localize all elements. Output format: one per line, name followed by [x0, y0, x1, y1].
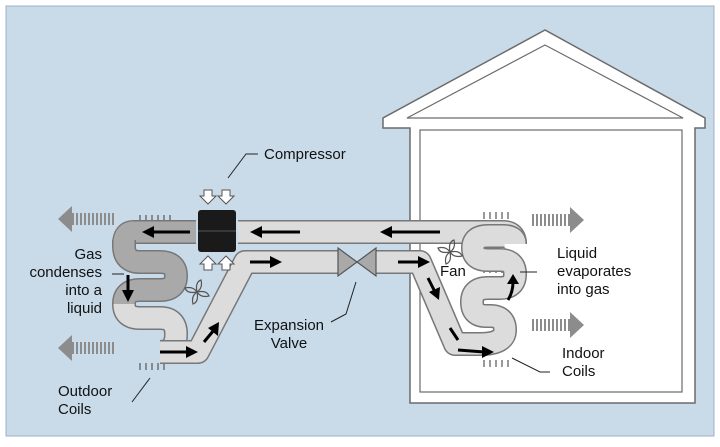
flow-arrow-liquid-down: [426, 277, 440, 300]
heat-in-arrow-top: [530, 207, 584, 233]
fan-label: Fan: [440, 263, 466, 280]
flow-arrows: [122, 226, 519, 358]
flow-arrow-evaporate: [506, 274, 519, 301]
svg-text:Liquid: Liquid: [557, 245, 597, 262]
svg-text:evaporates: evaporates: [557, 263, 631, 280]
flow-arrow-condense: [122, 275, 134, 302]
expansion-valve-label: Expansion Valve: [254, 317, 324, 352]
flow-arrow-gas-2: [250, 226, 300, 238]
svg-text:Indoor: Indoor: [562, 345, 605, 362]
leader-lines: [112, 153, 550, 403]
flow-arrow-outdoor-out: [160, 346, 198, 358]
compressor-icon: [198, 189, 236, 271]
flow-arrow-gas-3: [142, 226, 190, 238]
liquid-evaporates-label: Liquid evaporates into gas: [557, 245, 631, 298]
svg-text:Outdoor: Outdoor: [58, 383, 112, 400]
svg-text:Valve: Valve: [271, 335, 307, 352]
gas-condenses-label: Gas condenses into a liquid: [29, 246, 102, 317]
heat-in-arrow-bottom: [530, 312, 584, 338]
heat-out-arrow-bottom: [58, 335, 114, 361]
indoor-coils-label: Indoor Coils: [562, 345, 605, 380]
svg-text:Expansion: Expansion: [254, 317, 324, 334]
outdoor-coils-label: Outdoor Coils: [58, 383, 112, 418]
svg-text:Coils: Coils: [58, 401, 91, 418]
flow-arrow-liquid-1: [250, 256, 282, 268]
flow-arrow-indoor-in: [457, 346, 494, 358]
svg-text:Coils: Coils: [562, 363, 595, 380]
svg-text:into gas: into gas: [557, 281, 610, 298]
svg-text:liquid: liquid: [67, 300, 102, 317]
svg-text:condenses: condenses: [29, 264, 102, 281]
outdoor-fan-icon: [184, 279, 210, 305]
svg-text:into a: into a: [65, 282, 102, 299]
heat-out-arrow-top: [58, 206, 114, 232]
svg-text:Gas: Gas: [74, 246, 102, 263]
flow-arrow-gas-1: [380, 226, 440, 238]
indoor-fan-icon: [437, 239, 463, 265]
compressor-label: Compressor: [264, 146, 346, 163]
flow-arrow-liquid-down-2: [448, 327, 460, 341]
flow-arrow-liquid-up: [202, 322, 219, 343]
flow-arrow-liquid-2: [398, 256, 430, 268]
expansion-valve-icon: [337, 246, 377, 278]
gas-line-pipe: [112, 220, 527, 245]
indoor-coils: [459, 224, 528, 356]
